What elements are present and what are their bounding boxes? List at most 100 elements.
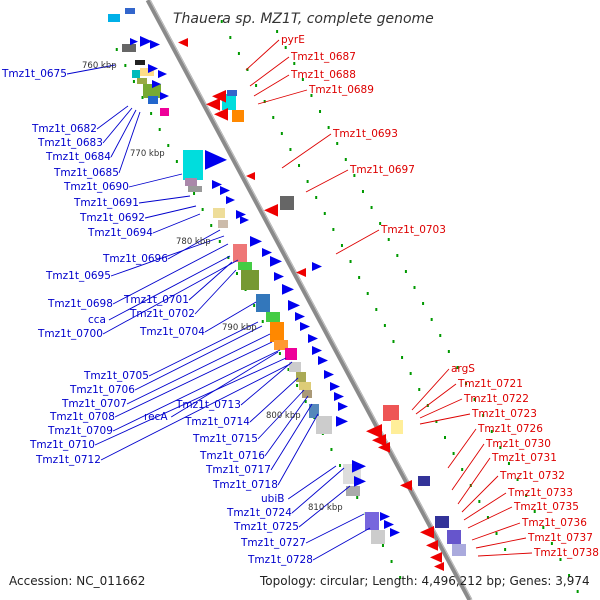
gene-box xyxy=(183,150,203,180)
tick-mark xyxy=(349,260,352,263)
gene-label: Tmz1t_0712 xyxy=(35,454,101,466)
label-leader-line xyxy=(264,395,309,457)
tick-mark xyxy=(387,238,390,241)
tick-mark xyxy=(310,94,313,97)
forward-gene-arrow xyxy=(312,262,322,271)
gene-box xyxy=(280,196,294,210)
gene-label: Tmz1t_0704 xyxy=(139,326,205,338)
tick-mark xyxy=(284,46,287,49)
gene-label: Tmz1t_0723 xyxy=(471,408,537,420)
tick-mark xyxy=(253,304,256,307)
tick-mark xyxy=(504,548,507,551)
genome-summary: Topology: circular; Length: 4,496,212 bp… xyxy=(260,574,590,588)
label-leader-line xyxy=(253,74,290,97)
tick-mark xyxy=(175,160,178,163)
gene-box xyxy=(285,348,297,360)
gene-label: Tmz1t_0730 xyxy=(485,438,551,450)
tick-mark xyxy=(478,500,481,503)
label-leader-line xyxy=(305,169,349,193)
tick-mark xyxy=(330,448,333,451)
gene-label: ubiB xyxy=(261,493,284,505)
label-leader-line xyxy=(249,377,299,423)
tick-mark xyxy=(499,446,502,449)
gene-box xyxy=(256,294,270,312)
gene-box xyxy=(143,84,161,98)
tick-mark xyxy=(465,382,468,385)
label-leader-line xyxy=(148,321,259,377)
tick-mark xyxy=(358,276,361,279)
tick-mark xyxy=(422,302,425,305)
tick-mark xyxy=(452,452,455,455)
forward-gene-arrow xyxy=(140,36,152,47)
tick-mark xyxy=(280,132,283,135)
label-leader-line xyxy=(477,552,533,557)
gene-label: Tmz1t_0707 xyxy=(61,398,127,410)
gene-label: Tmz1t_0736 xyxy=(521,517,587,529)
tick-mark xyxy=(525,494,528,497)
gene-label: Tmz1t_0724 xyxy=(226,507,292,519)
tick-mark xyxy=(542,526,545,529)
gene-label: cca xyxy=(88,314,106,326)
forward-gene-arrow xyxy=(270,256,282,267)
label-leader-line xyxy=(138,195,191,204)
forward-gene-arrow xyxy=(318,356,328,365)
forward-gene-arrow xyxy=(212,180,222,189)
label-leader-line xyxy=(415,383,457,415)
tick-mark xyxy=(298,164,301,167)
tick-mark xyxy=(319,110,322,113)
tick-mark xyxy=(115,48,118,51)
gene-label: Tmz1t_0689 xyxy=(308,84,374,96)
gene-label: Tmz1t_0721 xyxy=(457,378,523,390)
forward-gene-arrow xyxy=(205,150,227,170)
gene-box xyxy=(232,110,244,122)
forward-gene-arrow xyxy=(295,312,305,321)
gene-box xyxy=(238,262,252,270)
gene-box xyxy=(365,512,379,530)
label-leader-line xyxy=(277,413,319,486)
tick-mark xyxy=(550,542,553,545)
gene-box xyxy=(435,516,449,528)
forward-gene-arrow xyxy=(300,322,310,331)
tick-mark xyxy=(296,384,299,387)
gene-box xyxy=(227,90,237,96)
tick-mark xyxy=(404,270,407,273)
tick-mark xyxy=(444,436,447,439)
tick-mark xyxy=(237,52,240,55)
gene-label: pyrE xyxy=(281,34,305,46)
tick-mark xyxy=(482,414,485,417)
gene-label: Tmz1t_0738 xyxy=(533,547,599,559)
label-leader-lines xyxy=(66,39,533,561)
gene-label: Tmz1t_0714 xyxy=(184,416,250,428)
gene-box xyxy=(391,420,403,434)
forward-gene-arrow xyxy=(240,216,249,225)
gene-box xyxy=(108,14,120,22)
label-leader-line xyxy=(112,243,229,305)
label-leader-line xyxy=(467,506,513,529)
gene-label: Tmz1t_0727 xyxy=(240,537,306,549)
gene-box xyxy=(218,220,228,228)
forward-gene-arrow xyxy=(220,186,230,195)
forward-gene-arrow xyxy=(390,528,400,537)
gene-label: Tmz1t_0698 xyxy=(47,298,113,310)
gene-box xyxy=(302,390,312,398)
gene-box xyxy=(135,60,145,65)
tick-mark xyxy=(366,292,369,295)
genome-backbone xyxy=(145,0,473,600)
gene-box xyxy=(188,186,202,192)
tick-mark xyxy=(353,174,356,177)
label-leader-line xyxy=(110,109,137,158)
tick-mark xyxy=(235,272,238,275)
tick-mark xyxy=(246,68,249,71)
kbp-mark: 790 kbp xyxy=(222,323,257,333)
gene-label: Tmz1t_0710 xyxy=(29,439,95,451)
forward-gene-arrow xyxy=(334,392,344,401)
kbp-mark: 810 kbp xyxy=(308,503,343,513)
label-leader-line xyxy=(463,492,507,521)
gene-box xyxy=(289,362,301,372)
forward-gene-arrow xyxy=(384,520,394,529)
gene-label: Tmz1t_0682 xyxy=(31,123,97,135)
forward-gene-arrow xyxy=(312,346,322,355)
tick-mark xyxy=(490,430,493,433)
label-leader-line xyxy=(110,235,225,277)
gene-box xyxy=(125,8,135,14)
